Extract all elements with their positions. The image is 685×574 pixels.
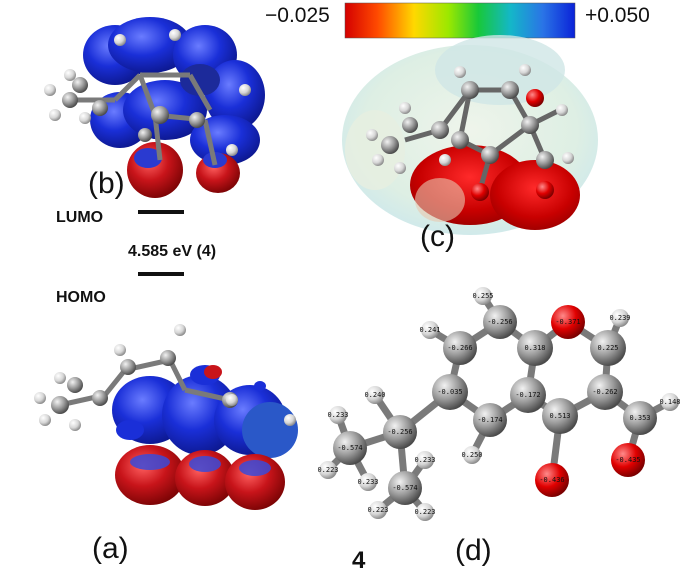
homo-label: HOMO xyxy=(56,289,106,306)
charge-h-m2: 0.240 xyxy=(364,391,385,399)
homo-molecule xyxy=(34,324,296,431)
colorbar-max-label: +0.050 xyxy=(585,4,650,27)
charge-h-aldehyde: 0.148 xyxy=(659,398,680,406)
mep-surface xyxy=(342,35,598,235)
charge-h-top: 0.255 xyxy=(472,292,493,300)
charges-panel: 0.255 -0.256 -0.371 -0.266 0.241 0.318 0… xyxy=(317,287,681,567)
charge-h-m3: 0.223 xyxy=(317,466,338,474)
lumo-level-line xyxy=(138,210,184,214)
mep-colorbar: −0.025 +0.050 xyxy=(265,2,650,39)
charge-c-top: -0.256 xyxy=(487,318,512,326)
charge-c-methyl-bottom: -0.574 xyxy=(392,484,417,492)
mep-molecule xyxy=(366,64,574,201)
charge-c-ring-bottom: -0.174 xyxy=(477,416,502,424)
lumo-label: LUMO xyxy=(56,209,103,226)
panel-label-a: (a) xyxy=(92,532,129,565)
charge-c-3: -0.262 xyxy=(592,388,617,396)
charge-o-aldehyde: -0.435 xyxy=(615,456,640,464)
panel-label-b: (b) xyxy=(88,167,125,200)
charge-h-m5: 0.223 xyxy=(367,506,388,514)
charge-c-ring-right: 0.225 xyxy=(597,344,618,352)
charge-c-carbonyl: 0.513 xyxy=(549,412,570,420)
lumo-molecule xyxy=(44,29,251,166)
charge-h-m6: 0.233 xyxy=(414,456,435,464)
charge-c-fusion-bottom: -0.172 xyxy=(515,391,540,399)
colorbar-min-label: −0.025 xyxy=(265,4,330,27)
lumo-panel: (b) xyxy=(44,17,265,200)
energy-diagram: LUMO 4.585 eV (4) HOMO xyxy=(56,209,216,306)
charge-o-ring: -0.371 xyxy=(555,318,580,326)
charge-o-carbonyl: -0.436 xyxy=(539,476,564,484)
charge-c-quat: -0.256 xyxy=(387,428,412,436)
mep-panel: (c) xyxy=(342,35,598,253)
charge-h-ring-bottom: 0.250 xyxy=(461,451,482,459)
charge-c-fusion-top: 0.318 xyxy=(524,344,545,352)
charge-labels: 0.255 -0.256 -0.371 -0.266 0.241 0.318 0… xyxy=(317,292,680,516)
charge-h-left: 0.241 xyxy=(419,326,440,334)
lumo-orbital-lobes xyxy=(83,17,265,198)
homo-level-line xyxy=(138,272,184,276)
homo-panel: (a) xyxy=(34,324,298,565)
homo-orbital-lobes xyxy=(112,365,298,510)
panel-label-c: (c) xyxy=(420,220,455,253)
charge-h-right-top: 0.239 xyxy=(609,314,630,322)
charge-atoms xyxy=(319,287,679,521)
charge-c-aldehyde: 0.353 xyxy=(629,414,650,422)
colorbar-gradient xyxy=(344,2,576,39)
energy-gap-label: 4.585 eV (4) xyxy=(128,243,216,260)
compound-number: 4 xyxy=(352,547,366,574)
charge-h-m4: 0.233 xyxy=(357,478,378,486)
charge-h-m1: 0.233 xyxy=(327,411,348,419)
charge-c-methyl-left: -0.574 xyxy=(337,444,362,452)
panel-label-d: (d) xyxy=(455,534,492,567)
charge-h-m7: 0.223 xyxy=(414,508,435,516)
charge-c-ipso: -0.035 xyxy=(437,388,462,396)
charge-c-ring-upper-left: -0.266 xyxy=(447,344,472,352)
